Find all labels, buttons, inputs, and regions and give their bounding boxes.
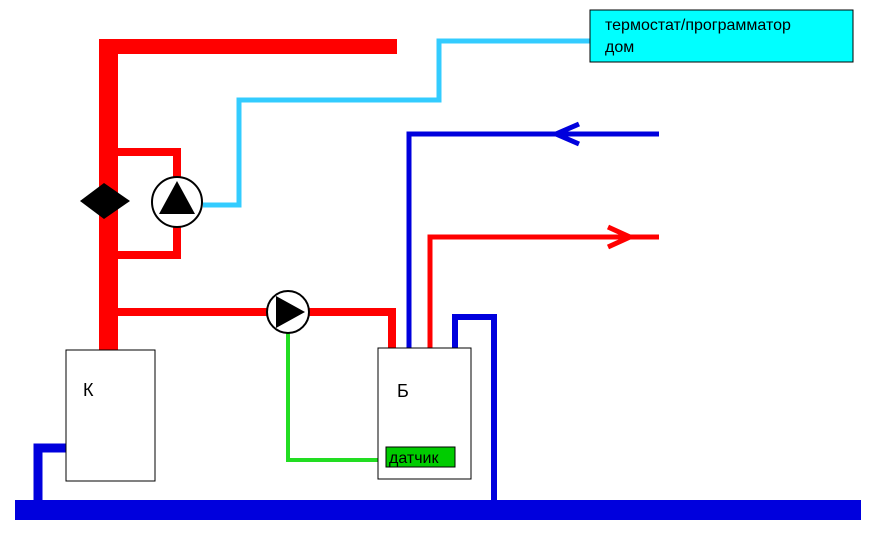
sensor-wire (286, 328, 386, 462)
tank-hot-outlet-pipe (427, 234, 659, 350)
top-hot-pipe (99, 39, 397, 54)
tank-hot-feed-pipe (118, 308, 396, 350)
cold-arrow-icon (549, 121, 580, 147)
bypass-upper-pipe (118, 148, 181, 178)
thermostat-box (589, 9, 854, 63)
pump-2-triangle-icon (276, 296, 305, 328)
boiler-cold-inlet-pipe (33, 443, 66, 500)
pump-1-triangle-icon (159, 181, 195, 214)
tank-label: Б (397, 381, 409, 401)
boiler-label: К (83, 380, 94, 400)
sensor-box (385, 446, 456, 468)
tank-cold-supply-pipe (406, 131, 659, 350)
thermostat-label-line1: термостат/программатор (605, 17, 791, 34)
sensor-label: датчик (389, 450, 439, 467)
thermostat-wire (203, 38, 590, 208)
bypass-lower-pipe (118, 226, 181, 259)
thermostat-label-line2: дом (605, 39, 634, 56)
tank-return-pipe (452, 314, 497, 500)
boiler (65, 349, 156, 482)
hot-arrow-icon (606, 224, 637, 250)
valve-icon (80, 183, 130, 219)
bottom-cold-pipe (15, 500, 861, 520)
